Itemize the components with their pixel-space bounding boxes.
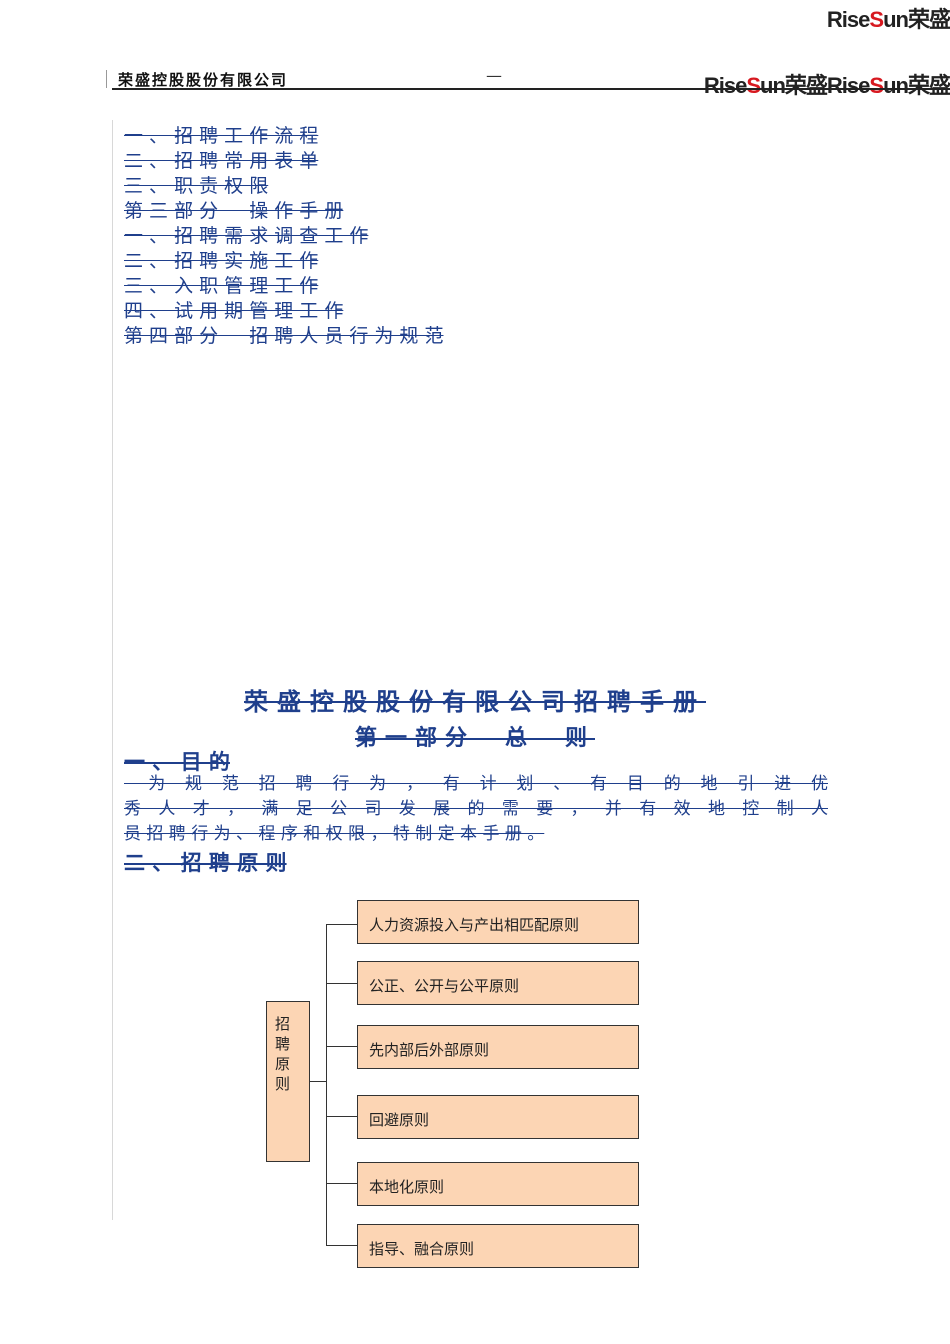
connector-line xyxy=(326,1116,357,1117)
connector-line xyxy=(310,1081,326,1082)
risesun-logo: RiseSun荣盛 xyxy=(826,7,950,32)
toc-item[interactable]: 三 、 职 责 权 限 xyxy=(124,175,269,197)
risesun-logo: RiseSun荣盛 xyxy=(703,73,828,98)
toc-item[interactable]: 一 、 招 聘 需 求 调 查 工 作 xyxy=(124,225,369,247)
paragraph-line: 秀 人 才 ， 满 足 公 司 发 展 的 需 要 ， 并 有 效 地 控 制 … xyxy=(124,799,828,819)
toc-item[interactable]: 四 、 试 用 期 管 理 工 作 xyxy=(124,300,344,322)
connector-line xyxy=(326,1046,357,1047)
principle-box: 本地化原则 xyxy=(357,1162,639,1206)
section-heading-purpose: 一 、 目 的 xyxy=(124,750,230,774)
principle-box: 人力资源投入与产出相匹配原则 xyxy=(357,900,639,944)
diagram-root-box: 招聘原则 xyxy=(266,1001,310,1162)
connector-line xyxy=(326,1183,357,1184)
connector-line xyxy=(326,983,357,984)
risesun-logo: RiseSun荣盛 xyxy=(826,73,950,98)
principle-box: 指导、融合原则 xyxy=(357,1224,639,1268)
header-page-marker: — xyxy=(486,66,502,85)
header-left-rule xyxy=(106,70,107,88)
paragraph-line: 为 规 范 招 聘 行 为 ， 有 计 划 、 有 目 的 地 引 进 优 xyxy=(124,774,828,794)
toc-item[interactable]: 三 、 入 职 管 理 工 作 xyxy=(124,275,319,297)
section-heading-principles: 二 、 招 聘 原 则 xyxy=(124,851,287,875)
document-title: 荣盛控股股份有限公司招聘手册 xyxy=(244,688,706,716)
header-company-name: 荣盛控股股份有限公司 xyxy=(118,71,289,89)
principle-box: 公正、公开与公平原则 xyxy=(357,961,639,1005)
principle-box: 先内部后外部原则 xyxy=(357,1025,639,1069)
connector-line xyxy=(326,924,357,925)
toc-item[interactable]: 二 、 招 聘 常 用 表 单 xyxy=(124,150,319,172)
part-title: 第一部分 总 则 xyxy=(354,726,595,751)
connector-trunk xyxy=(326,924,327,1245)
toc-item[interactable]: 一 、 招 聘 工 作 流 程 xyxy=(124,125,319,147)
toc-item[interactable]: 二 、 招 聘 实 施 工 作 xyxy=(124,250,319,272)
header-divider xyxy=(112,88,950,90)
principle-box: 回避原则 xyxy=(357,1095,639,1139)
connector-line xyxy=(326,1245,357,1246)
toc-item[interactable]: 第 四 部 分 招 聘 人 员 行 为 规 范 xyxy=(124,325,444,347)
paragraph-line: 员 招 聘 行 为 、 程 序 和 权 限 ， 特 制 定 本 手 册 。 xyxy=(124,824,545,844)
margin-rule xyxy=(112,120,113,1220)
toc-item[interactable]: 第 三 部 分 操 作 手 册 xyxy=(124,200,344,222)
header-logo-strip: RiseSun荣盛RiseSun荣盛 xyxy=(700,68,950,100)
